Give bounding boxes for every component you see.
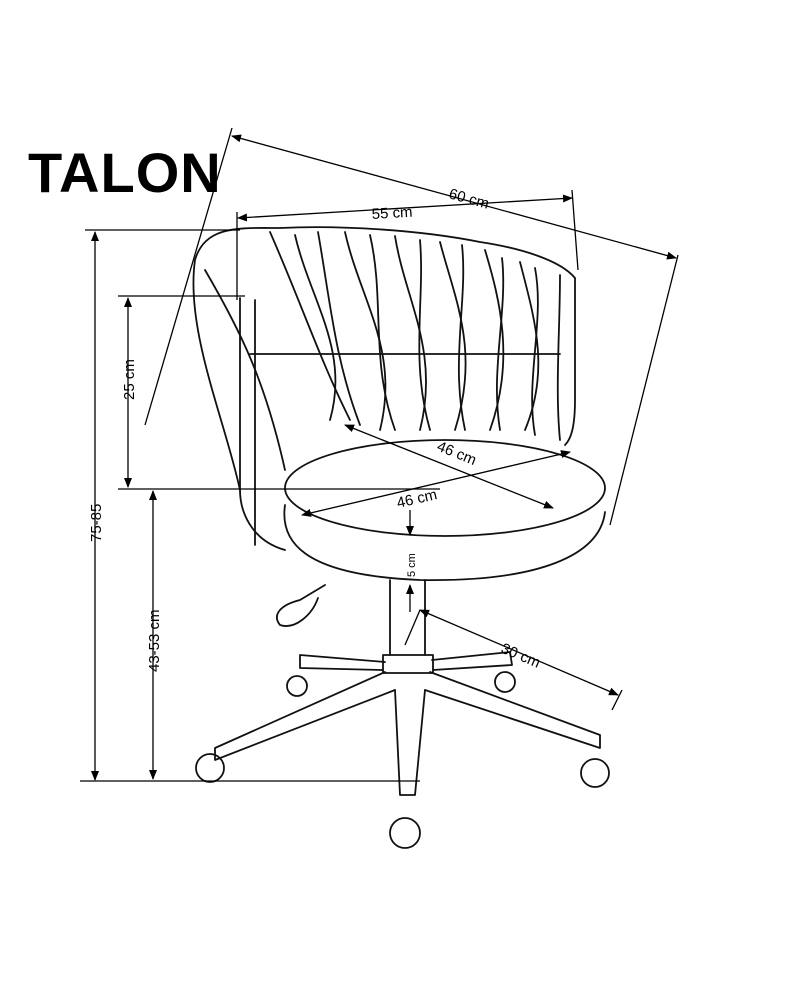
back-width-label: 55 cm bbox=[371, 204, 413, 223]
seat-depth-label: 46 cm bbox=[435, 438, 479, 469]
product-title: TALON bbox=[28, 141, 222, 204]
seat-thickness-label: 5 cm bbox=[406, 553, 418, 577]
seat-width-label: 46 cm bbox=[395, 486, 439, 512]
base-radius-label: 30 cm bbox=[498, 640, 542, 672]
seat-height-label: 43-53 cm bbox=[146, 609, 163, 672]
back-height-label: 25 cm bbox=[121, 359, 138, 400]
overall-width-label: 60 cm bbox=[447, 185, 491, 212]
chair-drawing bbox=[192, 226, 610, 849]
dimension-lines bbox=[80, 127, 679, 782]
total-height-label: 75-85 bbox=[88, 504, 105, 542]
